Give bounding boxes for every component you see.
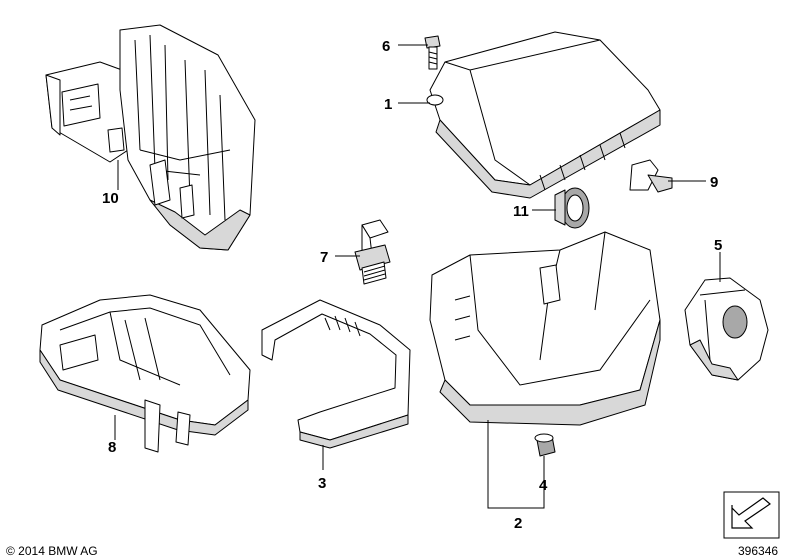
copyright-text: © 2014 BMW AG [6,544,98,558]
part-1-cover [426,31,661,199]
callout-1: 1 [384,96,392,113]
part-3-frame [261,299,411,449]
callout-4: 4 [539,477,548,494]
leader-2 [487,420,545,509]
callout-10: 10 [102,190,119,207]
callout-8: 8 [108,439,116,456]
part-8-bracket [39,294,251,453]
part-4-grommet [534,433,556,457]
callout-3: 3 [318,475,326,492]
callout-11: 11 [513,203,529,220]
part-5-round-cover [684,277,769,381]
diagram-number: 396346 [738,544,778,558]
part-10-holder [45,24,256,251]
callout-6: 6 [382,38,390,55]
arrow-left-icon[interactable] [723,491,780,539]
part-11-grommet [554,187,590,229]
leader-lines [114,44,721,509]
part-7-switch [354,219,391,285]
part-6-bolt [424,35,441,70]
callout-labels: 6 1 10 9 11 7 5 8 3 4 2 [102,38,722,532]
callout-9: 9 [710,174,718,191]
part-2-tray [429,231,661,426]
callout-5: 5 [714,237,722,254]
callout-7: 7 [320,249,328,266]
callout-2: 2 [514,515,522,532]
part-9-clip [629,159,673,193]
